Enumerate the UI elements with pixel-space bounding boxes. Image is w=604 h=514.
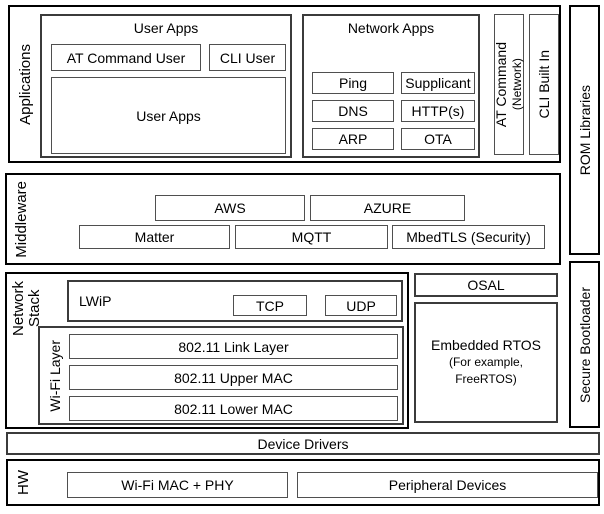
applications-section: Applications User Apps AT Command User C…: [8, 5, 561, 163]
udp-box: UDP: [325, 295, 397, 316]
mbedtls-box: MbedTLS (Security): [392, 225, 545, 249]
cli-user-box: CLI User: [209, 44, 286, 71]
middleware-label: Middleware: [9, 175, 35, 263]
ota-box: OTA: [401, 128, 475, 150]
mqtt-box: MQTT: [235, 225, 388, 249]
http-box: HTTP(s): [401, 100, 475, 122]
network-apps-title: Network Apps: [347, 20, 435, 36]
wifi-layer-group: Wi-Fi Layer 802.11 Link Layer 802.11 Upp…: [38, 326, 404, 425]
arp-box: ARP: [312, 128, 394, 150]
embedded-rtos-box: Embedded RTOS (For example, FreeRTOS): [414, 302, 558, 423]
cli-built-in-label: CLI Built In: [536, 50, 552, 119]
secure-bootloader-box: Secure Bootloader: [569, 261, 600, 428]
at-command-network-line2: (Network): [510, 58, 524, 111]
middleware-label-text: Middleware: [13, 180, 30, 258]
at-command-user-box: AT Command User: [51, 44, 201, 71]
rom-libraries-label: ROM Libraries: [576, 84, 593, 176]
applications-label-text: Applications: [17, 43, 34, 125]
at-command-network-line1: AT Command: [493, 41, 509, 128]
azure-box: AZURE: [310, 195, 465, 221]
at-command-network-label: AT Command(Network): [493, 42, 525, 127]
upper-mac-box: 802.11 Upper MAC: [69, 365, 398, 390]
network-apps-group: Network Apps Ping Supplicant DNS HTTP(s)…: [302, 14, 480, 158]
matter-box: Matter: [79, 225, 230, 249]
lwip-label: LWiP: [79, 293, 112, 309]
user-apps-group: User Apps AT Command User CLI User User …: [40, 14, 292, 158]
rom-libraries-box: ROM Libraries: [569, 5, 600, 255]
hw-label: HW: [12, 461, 36, 504]
ping-box: Ping: [312, 72, 394, 94]
dns-box: DNS: [312, 100, 394, 122]
osal-box: OSAL: [414, 273, 558, 297]
network-stack-line2: Stack: [26, 290, 43, 328]
user-apps-inner-box: User Apps: [51, 77, 286, 154]
hw-section: HW Wi-Fi MAC + PHY Peripheral Devices: [6, 459, 600, 506]
network-stack-line1: Network: [10, 281, 27, 337]
lower-mac-box: 802.11 Lower MAC: [69, 396, 398, 421]
cli-built-in-box: CLI Built In: [529, 14, 559, 155]
wifi-layer-label-text: Wi-Fi Layer: [47, 339, 63, 412]
lwip-box: LWiP TCP UDP: [67, 280, 403, 322]
rtos-line1: Embedded RTOS: [431, 337, 541, 353]
supplicant-box: Supplicant: [401, 72, 475, 94]
link-layer-box: 802.11 Link Layer: [69, 334, 398, 359]
secure-bootloader-label: Secure Bootloader: [576, 286, 593, 403]
peripheral-devices-box: Peripheral Devices: [297, 472, 598, 498]
at-command-network-box: AT Command(Network): [493, 14, 525, 155]
wifi-layer-label: Wi-Fi Layer: [42, 328, 68, 423]
rtos-line3: FreeRTOS): [455, 372, 517, 386]
rtos-line2: (For example,: [448, 355, 524, 369]
middleware-section: Middleware AWS AZURE Matter MQTT MbedTLS…: [5, 173, 561, 265]
tcp-box: TCP: [233, 295, 307, 316]
hw-label-text: HW: [15, 470, 32, 495]
user-apps-title: User Apps: [133, 20, 199, 36]
embedded-rtos-text: Embedded RTOS (For example, FreeRTOS): [416, 304, 556, 421]
device-drivers-bar: Device Drivers: [6, 432, 600, 455]
aws-box: AWS: [155, 195, 305, 221]
wifi-mac-phy-box: Wi-Fi MAC + PHY: [67, 472, 288, 498]
applications-label: Applications: [12, 7, 40, 161]
